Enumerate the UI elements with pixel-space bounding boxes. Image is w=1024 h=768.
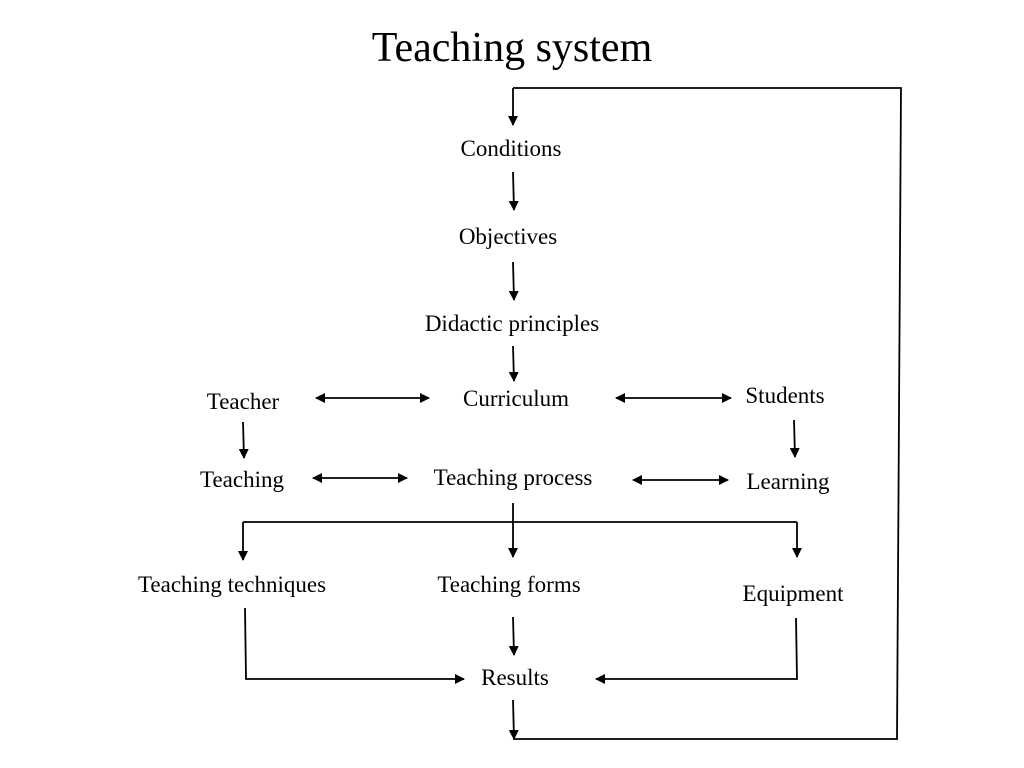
arrow-principles-curriculum (508, 345, 519, 382)
node-equipment: Equipment (742, 581, 844, 606)
node-teaching-forms: Teaching forms (437, 572, 581, 597)
node-results: Results (481, 665, 549, 690)
arrow-students-learning (789, 419, 800, 458)
arrow-equipment-results (595, 617, 798, 684)
arrow-conditions-objectives (508, 171, 519, 211)
node-teaching-techniques: Teaching techniques (137, 572, 327, 597)
arrow-forms-results (508, 616, 519, 656)
node-students: Students (745, 383, 825, 408)
arrow-results-loop (508, 699, 519, 740)
node-teaching: Teaching (200, 467, 284, 492)
node-curriculum: Curriculum (462, 386, 570, 411)
arrow-techniques-results (244, 607, 465, 684)
node-objectives: Objectives (458, 224, 558, 249)
diagram-title: Teaching system (371, 25, 653, 71)
arrow-objectives-principles (508, 261, 519, 301)
node-teaching-process: Teaching process (433, 465, 593, 490)
node-teacher: Teacher (206, 389, 280, 414)
node-learning: Learning (746, 469, 830, 494)
feedback-loop-line (513, 87, 902, 740)
arrow-teacher-teaching (238, 421, 249, 459)
node-conditions: Conditions (460, 136, 562, 161)
node-didactic-principles: Didactic principles (424, 311, 600, 336)
